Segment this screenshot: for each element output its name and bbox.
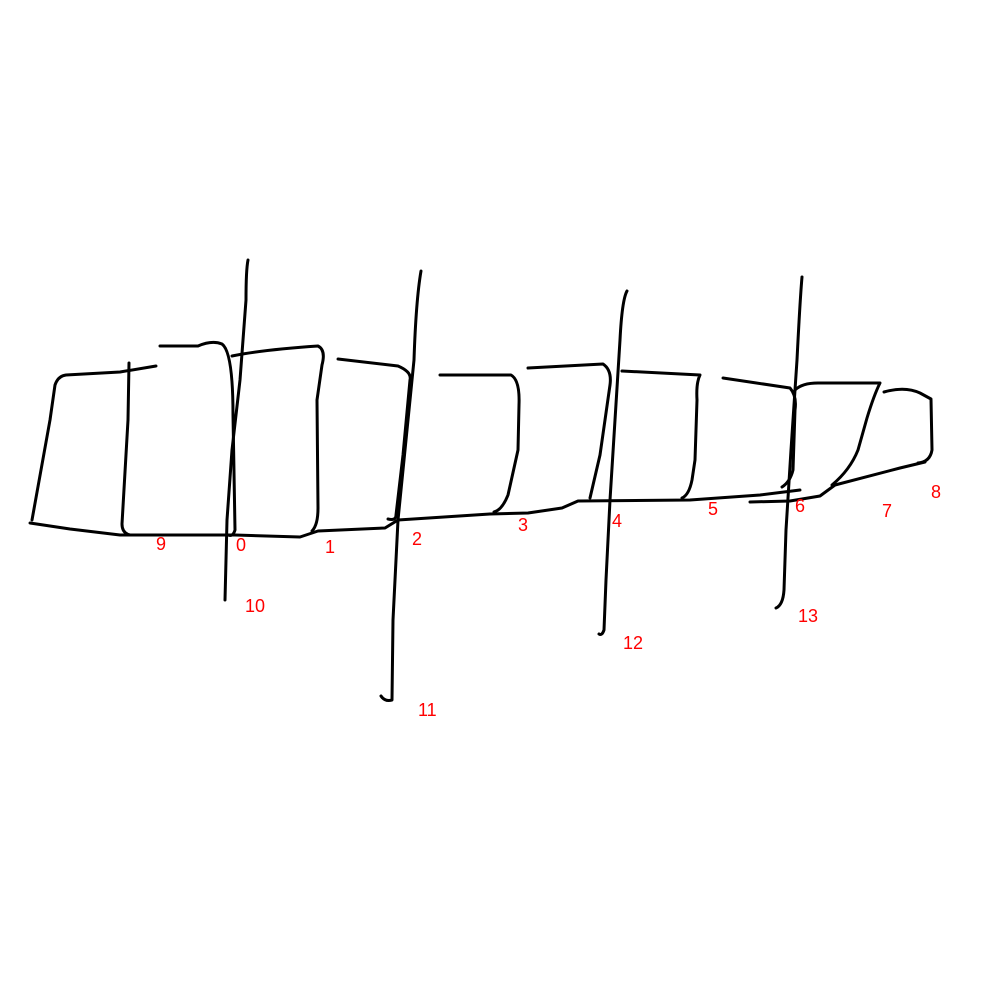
segment-outline-f xyxy=(526,362,612,500)
segment-outline-a xyxy=(30,364,158,522)
vertical-line-13 xyxy=(774,275,804,610)
label-0: 0 xyxy=(236,535,246,555)
segment-outline-j xyxy=(882,387,934,465)
label-3: 3 xyxy=(518,515,528,535)
label-1: 1 xyxy=(325,537,335,557)
baseline-left xyxy=(28,512,492,539)
baseline-right xyxy=(748,460,927,504)
label-7: 7 xyxy=(882,501,892,521)
segment-outline-g xyxy=(620,369,702,500)
label-5: 5 xyxy=(708,499,718,519)
segment-outline-e xyxy=(438,373,521,514)
vertical-line-10 xyxy=(223,258,250,602)
label-11: 11 xyxy=(418,700,437,720)
label-6: 6 xyxy=(795,496,805,516)
label-10: 10 xyxy=(245,596,265,616)
label-13: 13 xyxy=(798,606,818,626)
label-8: 8 xyxy=(931,482,941,502)
segment-outline-b xyxy=(158,340,237,537)
sketch-strokes xyxy=(28,258,934,702)
segment-outline-d xyxy=(336,357,412,521)
label-9: 9 xyxy=(156,534,166,554)
point-labels: 0 1 2 3 4 5 6 7 8 9 10 11 12 13 xyxy=(156,482,941,720)
baseline-middle xyxy=(488,488,802,516)
segment-outline-c xyxy=(230,344,325,533)
label-4: 4 xyxy=(612,511,622,531)
label-2: 2 xyxy=(412,529,422,549)
vertical-line-12 xyxy=(597,289,629,636)
label-12: 12 xyxy=(623,633,643,653)
segment-divider-a xyxy=(120,361,132,537)
segment-outline-i xyxy=(793,381,882,487)
vertical-line-11 xyxy=(379,269,423,702)
